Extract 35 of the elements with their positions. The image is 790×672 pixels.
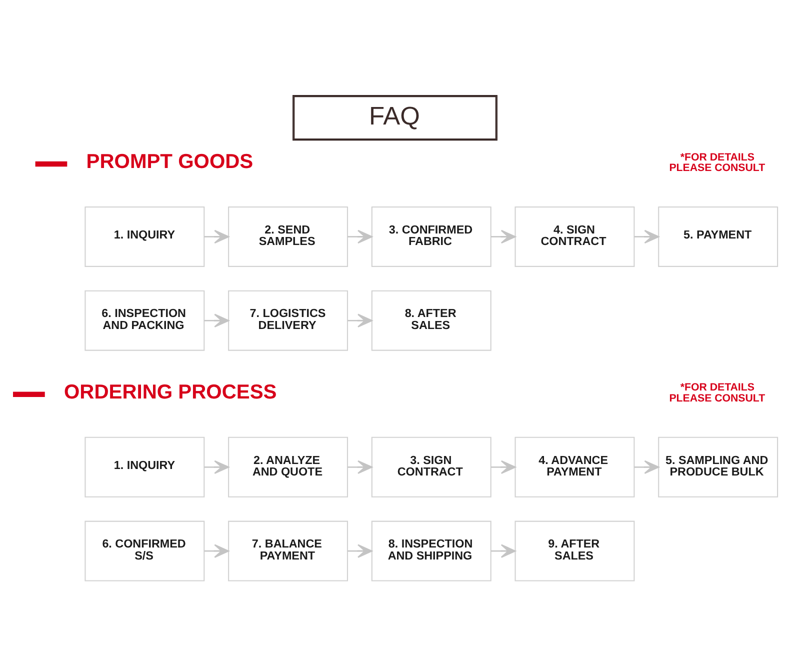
arrow: [204, 460, 230, 474]
arrow: [204, 230, 230, 244]
node-box: 8. INSPECTION AND SHIPPING: [371, 520, 492, 582]
arrow: [634, 230, 660, 244]
label: PROMPT GOODS: [86, 150, 254, 173]
arrow: [204, 314, 230, 328]
node-box: 3. CONFIRMED FABRIC: [371, 206, 492, 267]
node-box: 5. PAYMENT: [658, 206, 778, 267]
arrow: [491, 230, 516, 244]
arrow: [348, 230, 372, 244]
node-box: 6. CONFIRMED S/S: [84, 520, 205, 582]
diagram-title: FAQ: [368, 102, 420, 130]
label: ORDERING PROCESS: [64, 381, 277, 404]
node-box: 8. AFTER SALES: [371, 290, 492, 351]
arrow: [348, 314, 372, 328]
arrow: [491, 544, 516, 558]
node-box: 2. SEND SAMPLES: [228, 206, 348, 267]
node-box: 9. AFTER SALES: [514, 520, 635, 582]
arrow: [204, 544, 230, 558]
node-box: 4. ADVANCE PAYMENT: [514, 436, 635, 498]
arrow: [348, 544, 372, 558]
node-box: 2. ANALYZE AND QUOTE: [228, 436, 348, 498]
node-box: 5. SAMPLING AND PRODUCE BULK: [658, 436, 778, 498]
label: *FOR DETAILS PLEASE CONSULT: [669, 151, 766, 174]
node-box: 3. SIGN CONTRACT: [371, 436, 492, 498]
node-box: 7. LOGISTICS DELIVERY: [228, 290, 348, 351]
node-box: 1. INQUIRY: [84, 206, 205, 267]
node-box: 1. INQUIRY: [84, 436, 205, 498]
arrow: [348, 460, 372, 474]
node-box: 4. SIGN CONTRACT: [514, 206, 635, 267]
label: *FOR DETAILS PLEASE CONSULT: [669, 382, 766, 404]
arrow: [634, 460, 660, 474]
node-box: 6. INSPECTION AND PACKING: [84, 290, 205, 351]
node-box: 7. BALANCE PAYMENT: [228, 520, 348, 582]
arrow: [491, 460, 516, 474]
